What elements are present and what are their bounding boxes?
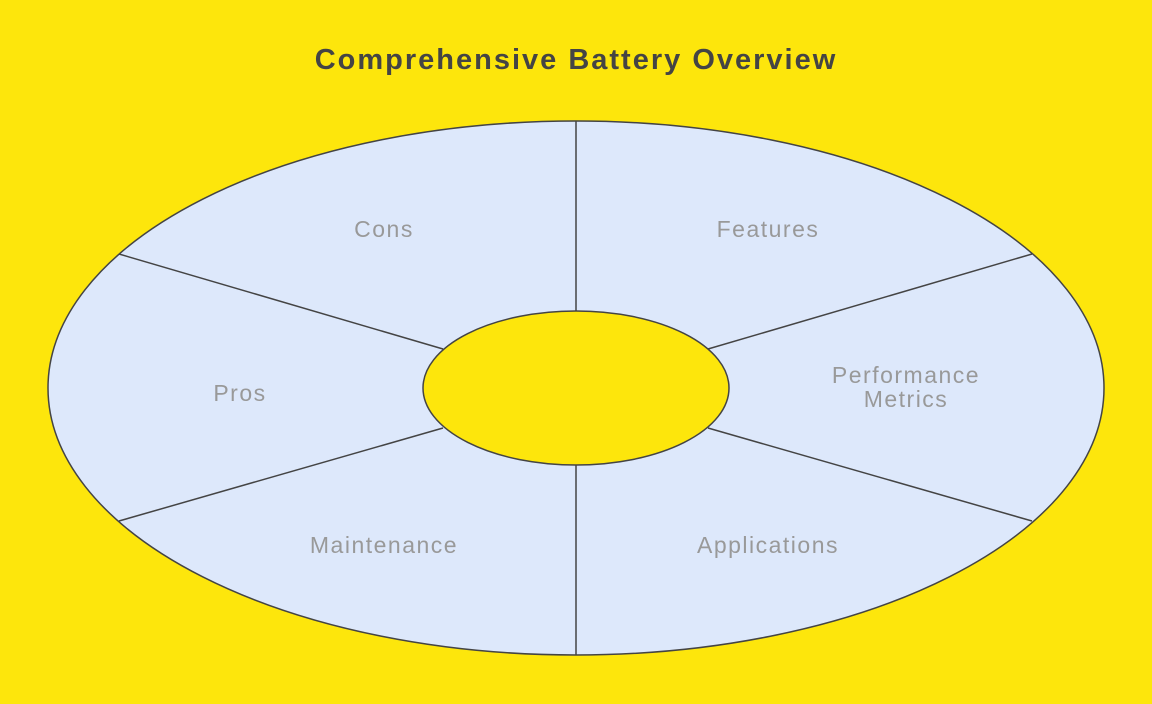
segment-label-applications: Applications — [697, 532, 839, 558]
divider-lower-left — [118, 427, 444, 522]
segment-label-cons: Cons — [354, 216, 414, 242]
segment-label-performance-metrics-line1: Performance — [832, 362, 980, 388]
divider-lower-right — [707, 427, 1033, 522]
segment-label-maintenance: Maintenance — [310, 532, 458, 558]
divider-upper-left — [118, 253, 444, 350]
segment-label-pros: Pros — [213, 380, 266, 406]
diagram-title: Comprehensive Battery Overview — [314, 44, 838, 76]
segment-label-features: Features — [717, 216, 820, 242]
segment-label-performance-metrics-line2: Metrics — [864, 386, 949, 412]
divider-upper-right — [707, 253, 1033, 350]
center-hub — [422, 310, 730, 466]
